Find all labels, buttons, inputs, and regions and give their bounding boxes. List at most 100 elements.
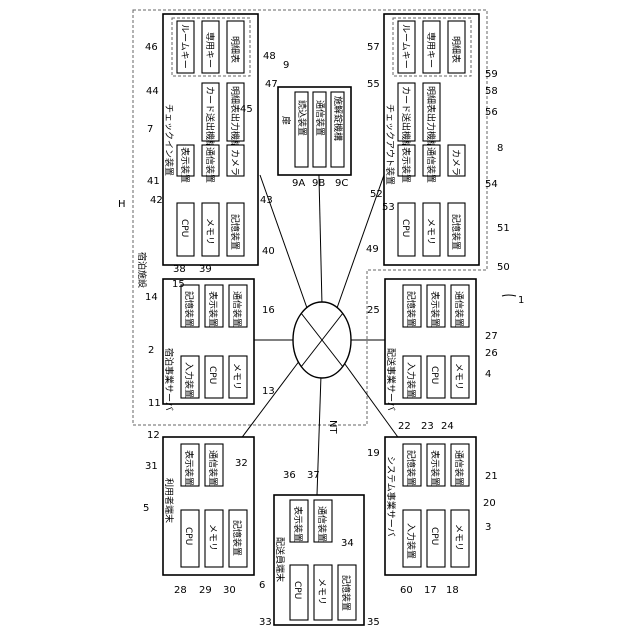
lodging-display: 表示装置	[207, 291, 219, 327]
door-comm: 通信装置	[314, 100, 326, 136]
svg-text:9: 9	[283, 60, 289, 71]
svg-text:34: 34	[341, 538, 354, 549]
svg-text:58: 58	[485, 86, 498, 97]
facility-ref: H	[118, 199, 126, 210]
svg-text:15: 15	[172, 279, 185, 290]
svg-text:56: 56	[485, 107, 498, 118]
checkin-camera: カメラ	[229, 149, 240, 176]
svg-text:9C: 9C	[335, 178, 348, 189]
checkout-display: 表示装置	[400, 147, 412, 183]
svg-text:44: 44	[146, 86, 159, 97]
svg-text:28: 28	[174, 585, 187, 596]
svg-text:36: 36	[283, 470, 296, 481]
svg-text:23: 23	[421, 421, 434, 432]
user-comm: 通信装置	[207, 450, 219, 486]
svg-text:43: 43	[260, 195, 273, 206]
svg-text:45: 45	[240, 104, 253, 115]
svg-text:13: 13	[262, 386, 275, 397]
svg-text:9A: 9A	[292, 178, 305, 189]
svg-text:41: 41	[147, 176, 160, 187]
checkin-cpu: CPU	[179, 219, 189, 237]
svg-text:25: 25	[367, 305, 380, 316]
facility-label: 宿泊施設	[136, 252, 148, 288]
door-lock: 施解錠機構	[332, 96, 344, 141]
svg-text:19: 19	[367, 448, 380, 459]
courier-storage: 記憶装置	[340, 575, 352, 611]
system-input: 入力装置	[405, 523, 417, 559]
system-server: システム事業サーバ 記憶装置 表示装置 通信装置 入力装置 CPU メモリ	[385, 437, 476, 575]
svg-text:14: 14	[145, 292, 158, 303]
svg-text:33: 33	[259, 617, 272, 628]
svg-text:55: 55	[367, 79, 380, 90]
svg-text:32: 32	[235, 458, 248, 469]
courier-display: 表示装置	[292, 506, 304, 542]
courier-terminal: 配送員端末 表示装置 通信装置 CPU メモリ 記憶装置	[274, 495, 364, 625]
svg-text:8: 8	[497, 143, 503, 154]
svg-text:49: 49	[366, 244, 379, 255]
checkout-device: チェックアウト装置 ルームキー 専用キー 明細表 カード送出機構 明細表出力機構…	[384, 14, 479, 265]
svg-text:52: 52	[370, 189, 383, 200]
svg-text:3: 3	[485, 522, 491, 533]
checkout-statement: 明細表	[450, 36, 462, 63]
user-title: 利用者端末	[163, 478, 175, 523]
svg-text:38: 38	[173, 264, 186, 275]
network-ref: NT	[327, 420, 338, 434]
system-display: 表示装置	[429, 450, 441, 486]
svg-text:11: 11	[148, 398, 161, 409]
delivery-display: 表示装置	[429, 291, 441, 327]
checkout-comm: 通信装置	[425, 147, 437, 183]
svg-text:7: 7	[147, 124, 153, 135]
courier-title: 配送員端末	[274, 537, 286, 582]
checkin-room-key: ルームキー	[179, 24, 190, 69]
system-title: システム事業サーバ	[385, 456, 397, 537]
checkin-private-key: 専用キー	[204, 32, 216, 68]
lodging-memory: メモリ	[231, 363, 241, 390]
delivery-storage: 記憶装置	[405, 291, 417, 327]
svg-text:60: 60	[400, 585, 413, 596]
system-memory: メモリ	[453, 524, 463, 551]
svg-text:53: 53	[382, 202, 395, 213]
svg-text:5: 5	[143, 503, 149, 514]
checkout-storage: 記憶装置	[450, 214, 462, 250]
checkin-storage: 記憶装置	[229, 214, 241, 250]
lodging-input: 入力装置	[183, 362, 195, 398]
checkin-title: チェックイン装置	[163, 104, 175, 176]
svg-text:39: 39	[199, 264, 212, 275]
delivery-comm: 通信装置	[453, 291, 465, 327]
delivery-cpu: CPU	[429, 366, 439, 384]
svg-text:17: 17	[424, 585, 437, 596]
svg-text:27: 27	[485, 331, 498, 342]
checkout-room-key: ルームキー	[400, 24, 411, 69]
svg-text:2: 2	[148, 345, 154, 356]
lodging-storage: 記憶装置	[183, 291, 195, 327]
lodging-title: 宿泊事業サーバ	[163, 348, 175, 411]
svg-text:20: 20	[483, 498, 496, 509]
user-display: 表示装置	[183, 450, 195, 486]
svg-text:42: 42	[150, 195, 163, 206]
system-cpu: CPU	[429, 527, 439, 545]
svg-text:29: 29	[199, 585, 212, 596]
svg-text:12: 12	[147, 430, 160, 441]
svg-text:46: 46	[145, 42, 158, 53]
lodging-cpu: CPU	[207, 366, 217, 384]
system-comm: 通信装置	[453, 450, 465, 486]
svg-text:54: 54	[485, 179, 498, 190]
checkin-card-issuer: カード送出機構	[204, 86, 216, 149]
checkin-memory: メモリ	[204, 218, 214, 245]
svg-text:50: 50	[497, 262, 510, 273]
svg-text:22: 22	[398, 421, 411, 432]
delivery-memory: メモリ	[453, 363, 463, 390]
delivery-server: 配送事業サーバ 記憶装置 表示装置 通信装置 入力装置 CPU メモリ	[385, 279, 476, 411]
svg-text:30: 30	[223, 585, 236, 596]
user-memory: メモリ	[207, 524, 217, 551]
figure-ref: 1	[518, 295, 524, 306]
lodging-comm: 通信装置	[231, 291, 243, 327]
svg-text:24: 24	[441, 421, 454, 432]
checkout-private-key: 専用キー	[425, 32, 437, 68]
svg-text:51: 51	[497, 223, 510, 234]
courier-cpu: CPU	[292, 581, 302, 599]
checkout-statement-issuer: 明細表出力機構	[425, 86, 437, 149]
svg-text:57: 57	[367, 42, 380, 53]
checkout-memory: メモリ	[425, 218, 435, 245]
